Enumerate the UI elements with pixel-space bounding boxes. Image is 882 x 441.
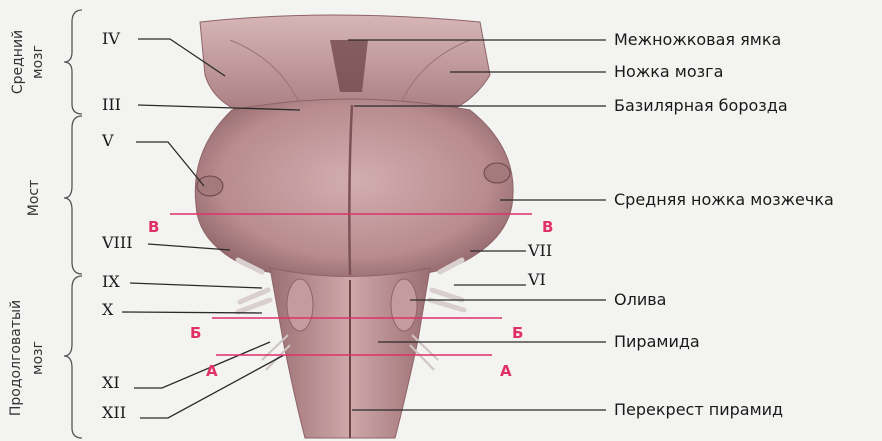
trigeminal-nerve-right bbox=[484, 163, 510, 183]
pons-shape bbox=[195, 99, 513, 280]
section-label-a-left: А bbox=[206, 362, 218, 380]
nerve-label-x: X bbox=[102, 300, 114, 319]
nerve-label-iii: III bbox=[102, 95, 121, 114]
region-braces bbox=[64, 10, 82, 438]
region-medulla-line1: Продолговатый bbox=[8, 300, 24, 416]
leader-ix bbox=[130, 283, 262, 288]
region-medulla-line2: мозг bbox=[30, 341, 46, 375]
region-midbrain-line1: Средний bbox=[10, 30, 26, 94]
leader-v bbox=[136, 142, 204, 186]
brainstem-illustration bbox=[195, 15, 513, 438]
region-pons: Мост bbox=[26, 180, 42, 217]
section-label-v-right: В bbox=[542, 218, 553, 236]
section-label-b-right: Б bbox=[512, 324, 523, 342]
nerve-label-viii: VIII bbox=[101, 233, 133, 252]
label-olive: Олива bbox=[614, 290, 666, 309]
section-label-b-left: Б bbox=[190, 324, 201, 342]
trigeminal-nerve-left bbox=[197, 176, 223, 196]
nerve-label-vi: VI bbox=[527, 270, 546, 289]
label-basilar-sulcus: Базилярная борозда bbox=[614, 96, 788, 115]
nerve-label-xi: XI bbox=[102, 373, 120, 392]
region-midbrain-line2: мозг bbox=[30, 45, 46, 79]
olive-left bbox=[287, 279, 313, 331]
leader-xi bbox=[134, 342, 270, 388]
brace-midbrain bbox=[64, 10, 82, 114]
nerve-label-ix: IX bbox=[102, 272, 120, 291]
nerve-label-v: V bbox=[101, 131, 114, 150]
section-label-a-right: А bbox=[500, 362, 512, 380]
nerve-label-xii: XII bbox=[102, 403, 126, 422]
brace-medulla bbox=[64, 276, 82, 438]
label-middle-cerebellar-peduncle: Средняя ножка мозжечка bbox=[614, 190, 834, 209]
label-interpeduncular-fossa: Межножковая ямка bbox=[614, 30, 781, 49]
label-cerebral-peduncle: Ножка мозга bbox=[614, 62, 723, 81]
section-label-v-left: В bbox=[148, 218, 159, 236]
nerve-label-iv: IV bbox=[102, 29, 120, 48]
label-pyramid: Пирамида bbox=[614, 332, 700, 351]
label-pyramidal-decussation: Перекрест пирамид bbox=[614, 400, 783, 419]
brace-pons bbox=[64, 116, 82, 274]
nerve-label-vii: VII bbox=[527, 241, 552, 260]
olive-right bbox=[391, 279, 417, 331]
